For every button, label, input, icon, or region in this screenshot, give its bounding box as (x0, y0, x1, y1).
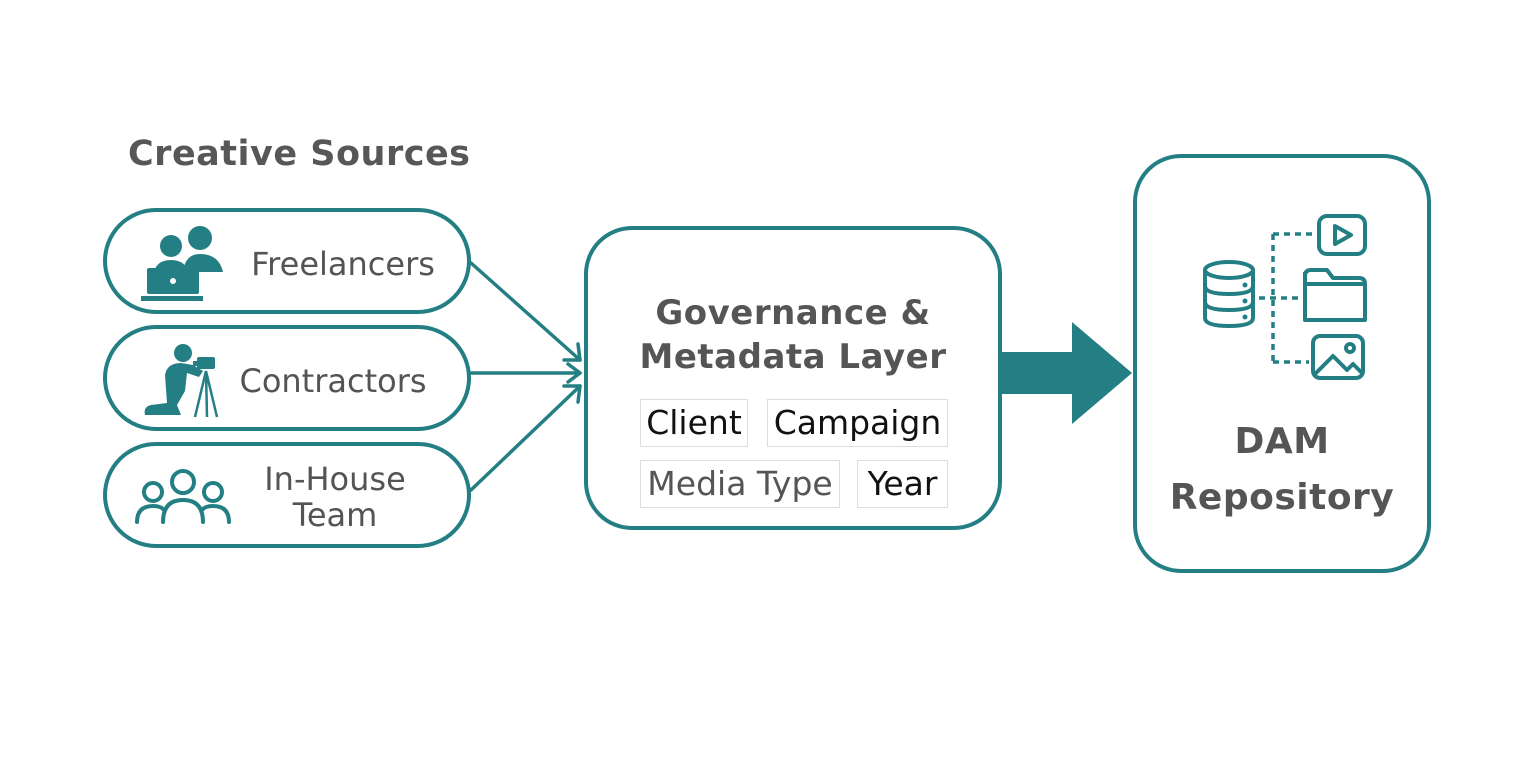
freelancer-laptop-icon (141, 226, 223, 301)
source-in-house-team[interactable]: In-House Team (103, 442, 471, 548)
tag-year: Year (857, 460, 948, 508)
source-label: Contractors (239, 362, 427, 400)
dam-title-line2: Repository (1169, 477, 1395, 518)
governance-title-line1: Governance & (655, 293, 931, 333)
tag-campaign: Campaign (767, 399, 948, 447)
governance-box: Governance & Metadata Layer Client Campa… (584, 226, 1002, 530)
dam-icon-group (1203, 214, 1367, 380)
arrow-freelancers (469, 261, 582, 362)
source-freelancers[interactable]: Freelancers (103, 208, 471, 314)
governance-title-line2: Metadata Layer (639, 337, 947, 377)
source-label-line1: In-House (264, 460, 406, 498)
image-icon (1311, 334, 1365, 380)
section-title: Creative Sources (128, 134, 471, 174)
source-contractors[interactable]: Contractors (103, 325, 471, 431)
dam-title-line1: DAM (1234, 421, 1330, 462)
photographer-camera-icon (144, 344, 219, 418)
flow-arrow (1002, 322, 1132, 424)
database-icon (1203, 260, 1255, 329)
dam-box: DAM Repository (1133, 154, 1431, 573)
arrow-in-house-team (469, 384, 582, 492)
source-label: Freelancers (251, 245, 435, 283)
tag-media-type: Media Type (640, 460, 840, 508)
video-play-icon (1317, 214, 1367, 256)
source-label-line2: Team (292, 496, 378, 534)
team-group-icon (135, 469, 231, 524)
tag-client: Client (640, 399, 748, 447)
folder-icon (1303, 268, 1367, 322)
